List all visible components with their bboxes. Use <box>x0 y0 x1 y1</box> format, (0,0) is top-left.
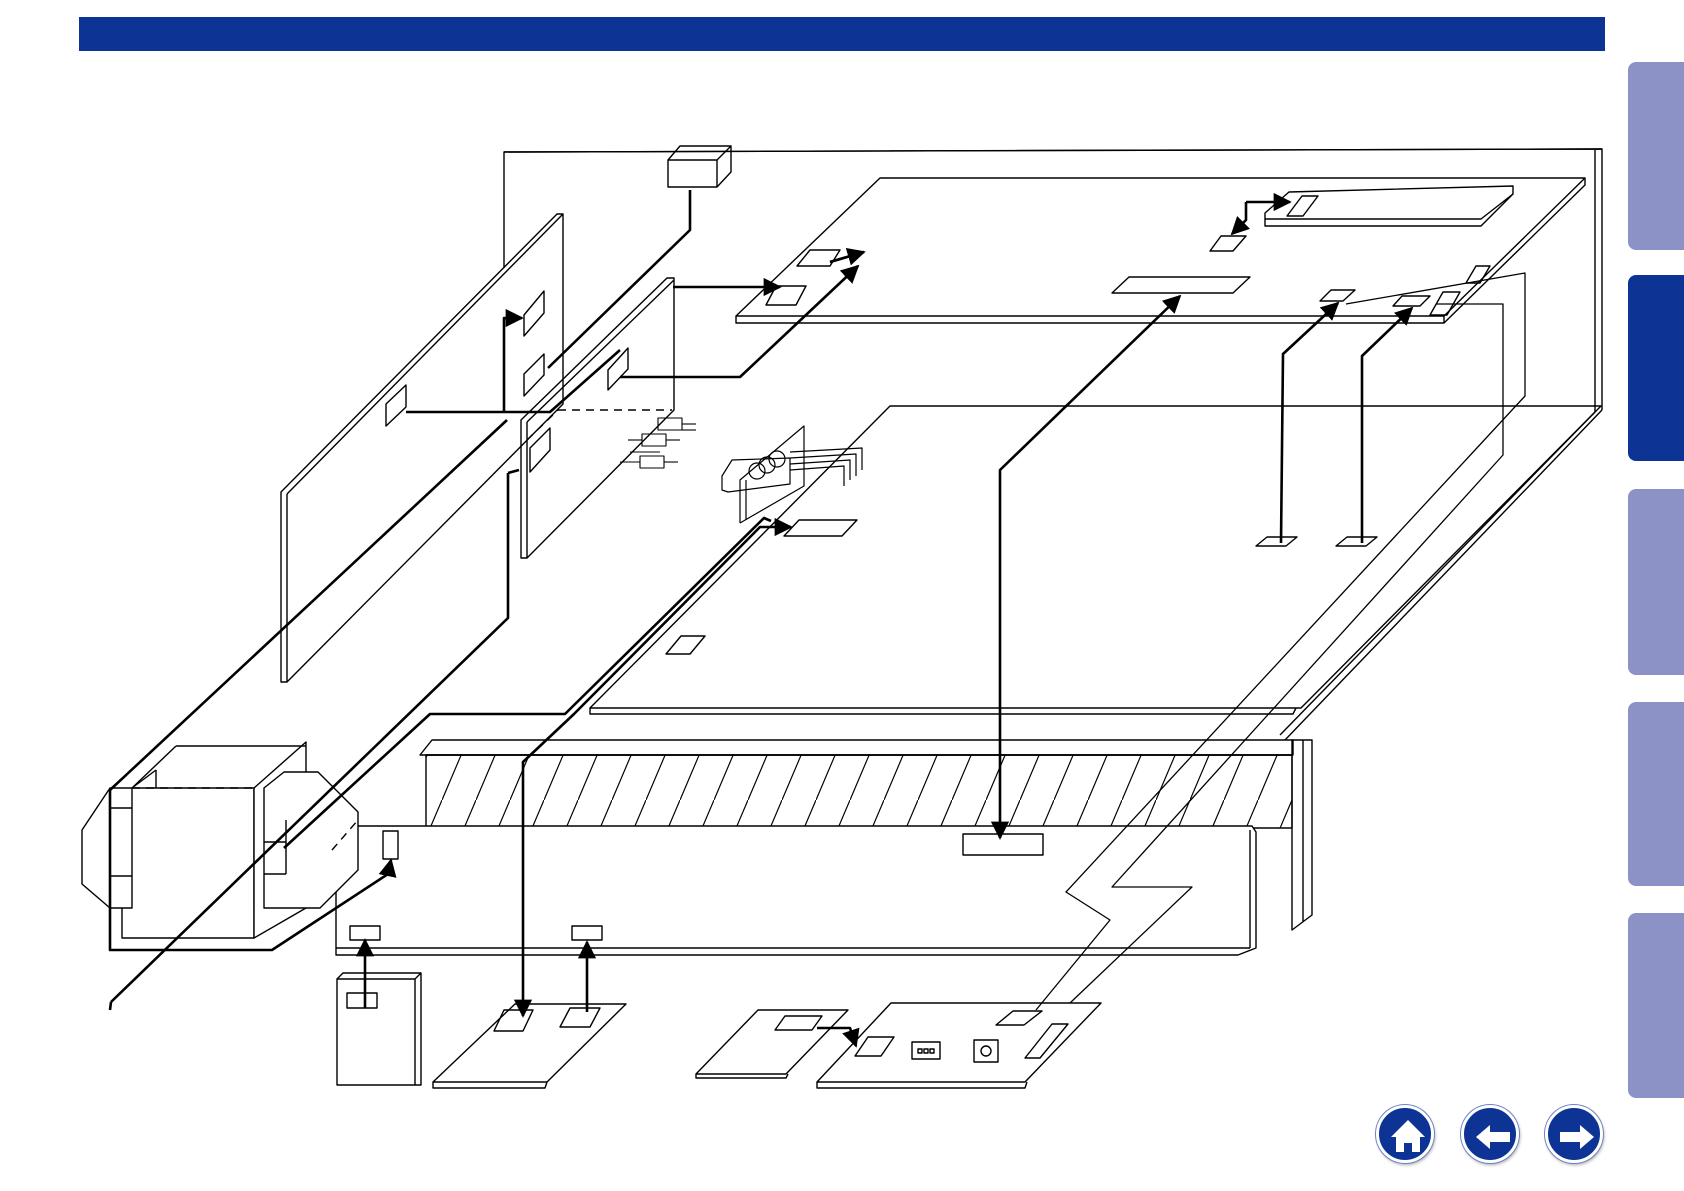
power-transformer <box>82 742 358 938</box>
home-button[interactable] <box>1376 1105 1434 1163</box>
small-connector-cluster <box>620 418 696 468</box>
back-button[interactable] <box>1461 1105 1519 1163</box>
arrow-right-icon <box>1548 1108 1606 1166</box>
home-icon <box>1379 1108 1437 1166</box>
main-pcb <box>736 178 1585 323</box>
heatsink-bracket <box>722 426 862 523</box>
bottom-left-small-board <box>337 973 421 1085</box>
next-button[interactable] <box>1545 1105 1603 1163</box>
arrow-left-icon <box>1464 1108 1522 1166</box>
lower-pcb <box>590 406 1601 714</box>
front-panel-pcb <box>336 826 1256 955</box>
hidden-edges <box>527 410 672 440</box>
bottom-control-board <box>817 1003 1101 1088</box>
bottom-display-board <box>696 1010 848 1078</box>
bottom-input-board <box>433 1004 626 1088</box>
